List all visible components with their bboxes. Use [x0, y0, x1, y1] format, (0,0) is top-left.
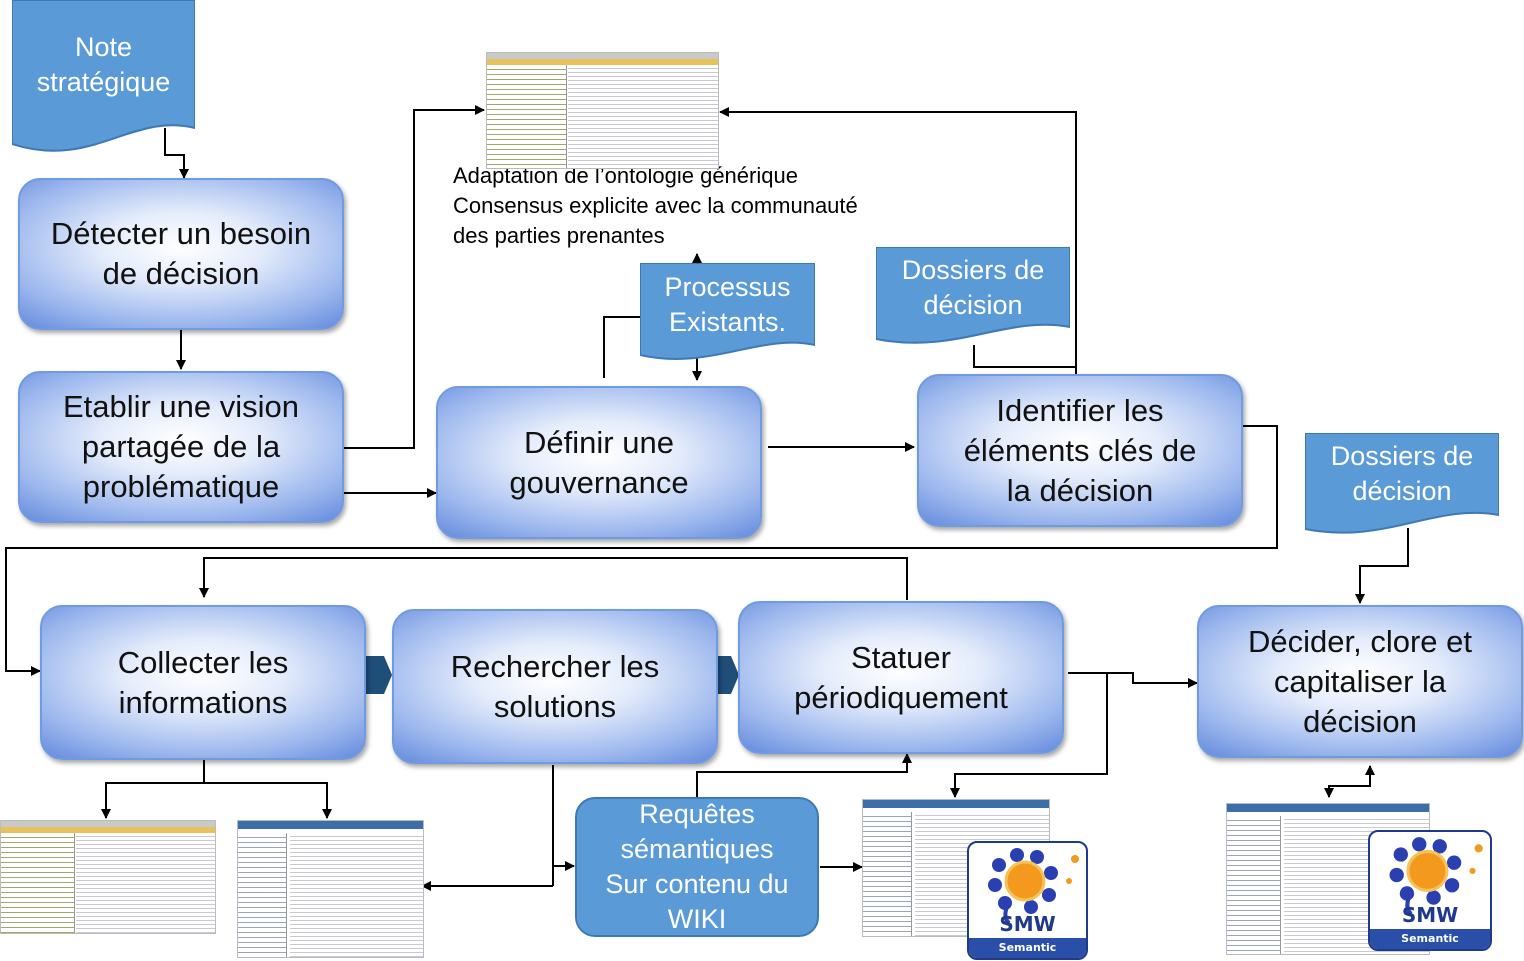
smw-molecule-icon [988, 848, 1079, 925]
arrow-collecter-to-shot2 [204, 782, 332, 819]
doc-dossiers-decision-1: Dossiers de décision [876, 247, 1070, 347]
doc-note-label: Note stratégique [36, 32, 171, 97]
step-collecter-informations: Collecter les informations [40, 605, 366, 760]
ontology-annotation: Adaptation de l’ontologie générique Cons… [453, 161, 858, 251]
step-identifier-label: Identifier les éléments clés de la décis… [963, 392, 1197, 508]
ontology-editor-screenshot-bottom [0, 820, 216, 934]
doc-shape-note [12, 0, 195, 152]
arrow-dossiers2-to-decider [1355, 528, 1409, 604]
doc-processus-label: Processus Existants. [664, 272, 791, 337]
chevron-rechercher-statuer [717, 656, 739, 694]
arrow-statuer-to-smw-shot [950, 673, 1108, 798]
doc-note-strategique: Note stratégique [12, 0, 195, 158]
step-detecter-label: Détecter un besoin de décision [50, 216, 312, 291]
doc-shape-processus [640, 263, 815, 360]
step-rechercher-label: Rechercher les solutions [450, 648, 660, 724]
requetes-label: Requêtes sémantiques Sur contenu du WIKI [605, 799, 789, 934]
doc-shape-dossiers-2 [1305, 433, 1499, 534]
smw-logo-2-text: SMW [1401, 903, 1459, 927]
wiki-form-screenshot-1 [237, 820, 424, 958]
smw-molecule-icon [1389, 837, 1483, 916]
arrow-etablir-to-ontology [344, 105, 485, 449]
arrow-requetes-to-statuer [696, 753, 912, 797]
line-dossiers-to-identifier [973, 345, 1076, 368]
smw-logo-1: SMW Semantic MediaWiki [967, 841, 1088, 960]
doc-dossiers-2-label: Dossiers de décision [1330, 441, 1474, 506]
step-statuer-periodiquement: Statuer périodiquement [738, 601, 1064, 754]
step-detecter-besoin: Détecter un besoin de décision [18, 178, 344, 330]
doc-dossiers-decision-2: Dossiers de décision [1305, 433, 1499, 537]
step-etablir-vision: Etablir une vision partagée de la problé… [18, 371, 344, 523]
step-rechercher-solutions: Rechercher les solutions [392, 609, 718, 764]
step-definir-gouvernance: Définir une gouvernance [436, 386, 762, 539]
smw-logo-1-caption: Semantic MediaWiki [969, 938, 1086, 958]
annotation-line-2: Consensus explicite avec la communauté [453, 193, 858, 218]
step-decider-clore: Décider, clore et capitaliser la décisio… [1197, 605, 1523, 758]
ontology-editor-screenshot-top [486, 52, 719, 169]
arrow-statuer-to-collecter [199, 557, 908, 600]
arrow-decider-smw-bidir [1324, 775, 1371, 798]
doc-processus-existants: Processus Existants. [640, 263, 815, 363]
chevron-collecter-rechercher [366, 656, 392, 694]
step-collecter-label: Collecter les informations [117, 644, 289, 720]
doc-dossiers-1-label: Dossiers de décision [901, 255, 1045, 320]
step-statuer-label: Statuer périodiquement [794, 639, 1008, 715]
arrow-identifier-to-ontology [719, 107, 1077, 376]
step-identifier-elements: Identifier les éléments clés de la décis… [917, 374, 1243, 527]
arrow-statuer-to-decider [1068, 672, 1198, 688]
arrow-collecter-to-shot1 [101, 782, 204, 819]
arrow-identifier-to-collecter [5, 425, 1278, 676]
annotation-line-3: des parties prenantes [453, 223, 665, 248]
step-definir-label: Définir une gouvernance [509, 424, 689, 500]
arrow-note-to-detecter [164, 128, 189, 179]
requetes-semantiques: Requêtes sémantiques Sur contenu du WIKI [575, 797, 819, 937]
step-etablir-label: Etablir une vision partagée de la problé… [62, 389, 300, 504]
smw-logo-2-caption: Semantic MediaWiki [1370, 929, 1490, 949]
doc-shape-dossiers-1 [876, 247, 1070, 344]
smw-logo-2: SMW Semantic MediaWiki [1368, 830, 1492, 951]
line-definir-to-processus [603, 316, 640, 378]
step-decider-label: Décider, clore et capitaliser la décisio… [1248, 623, 1472, 739]
smw-logo-1-text: SMW [999, 912, 1056, 936]
